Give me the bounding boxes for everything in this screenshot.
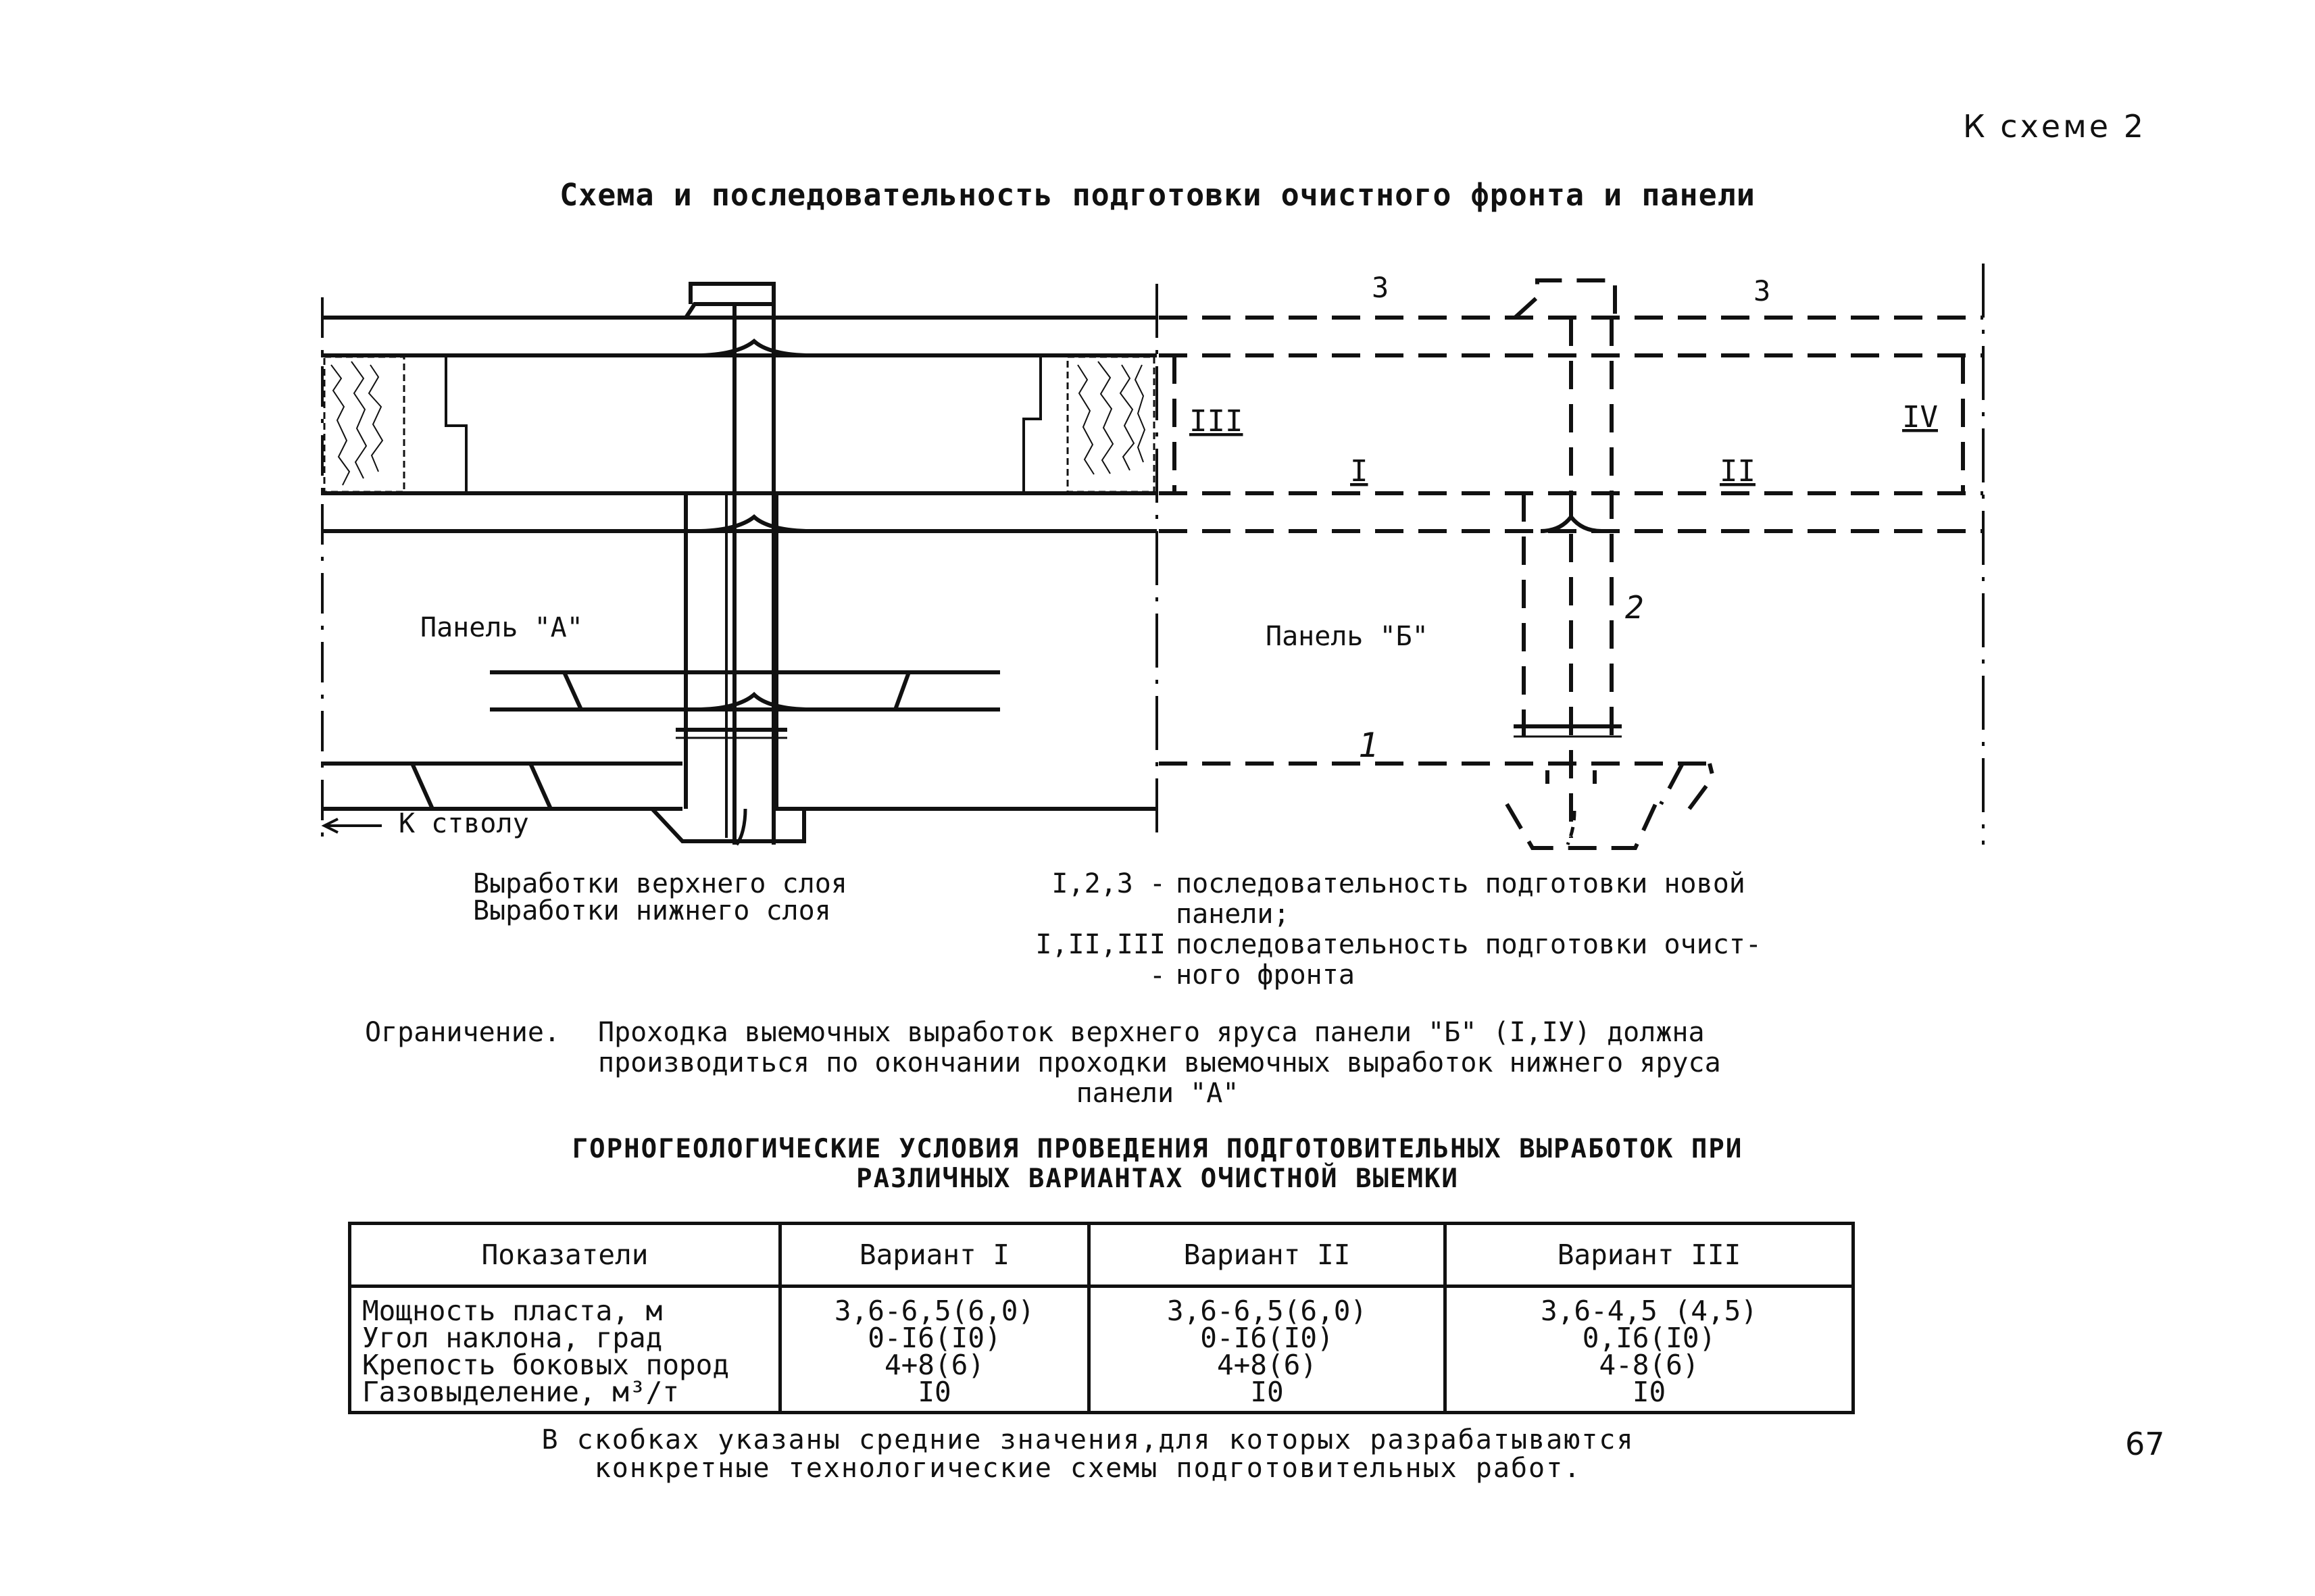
variant-2-cell: 3,6-6,5(6,0) 0-I6(I0) 4+8(6) I0 bbox=[1087, 1285, 1447, 1414]
indicator-angle: Угол наклона, град bbox=[362, 1322, 663, 1354]
v1-gas: I0 bbox=[918, 1376, 951, 1408]
v1-angle: 0-I6(I0) bbox=[868, 1322, 1001, 1354]
indicator-hardness: Крепость боковых пород bbox=[362, 1349, 730, 1381]
panel-a-label: Панель "А" bbox=[420, 612, 583, 643]
panel-b-label: Панель "Б" bbox=[1266, 621, 1428, 652]
indicator-cell: Мощность пласта, м Угол наклона, град Кр… bbox=[348, 1285, 782, 1414]
restriction-line-1: Проходка выемочных выработок верхнего яр… bbox=[598, 1017, 1705, 1048]
variant-3-cell: 3,6-4,5 (4,5) 0,I6(I0) 4-8(6) I0 bbox=[1443, 1285, 1855, 1414]
restriction-line-2: производиться по окончании проходки выем… bbox=[598, 1047, 1721, 1078]
table-title-line-2: РАЗЛИЧНЫХ ВАРИАНТАХ ОЧИСТНОЙ ВЫЕМКИ bbox=[856, 1164, 1459, 1194]
legend-seq-panel-text-1: последовательность подготовки новой bbox=[1176, 868, 1745, 899]
marker-2: 2 bbox=[1625, 589, 1644, 626]
marker-3-right: 3 bbox=[1753, 274, 1770, 307]
restriction-line-3: панели "А" bbox=[1076, 1078, 1239, 1109]
v3-thickness: 3,6-4,5 (4,5) bbox=[1541, 1295, 1758, 1327]
table-header-row: Показатели Вариант I Вариант II Вариант … bbox=[348, 1222, 1855, 1288]
header-indicators: Показатели bbox=[348, 1222, 782, 1288]
marker-roman-3: III bbox=[1189, 404, 1243, 439]
v2-angle: 0-I6(I0) bbox=[1200, 1322, 1334, 1354]
legend-lower: Выработки нижнего слоя bbox=[473, 895, 831, 926]
to-shaft-label: К стволу bbox=[399, 808, 529, 839]
marker-3-left: 3 bbox=[1372, 271, 1389, 304]
scheme-title: Схема и последовательность подготовки оч… bbox=[559, 177, 1756, 213]
restriction-label: Ограничение. bbox=[365, 1017, 560, 1048]
v3-hardness: 4-8(6) bbox=[1599, 1349, 1699, 1381]
marker-roman-4: IV bbox=[1902, 400, 1938, 434]
indicator-thickness: Мощность пласта, м bbox=[362, 1295, 663, 1327]
header-variant-2: Вариант II bbox=[1087, 1222, 1447, 1288]
marker-roman-1: I bbox=[1350, 454, 1368, 489]
panel-b-workings bbox=[1159, 278, 1983, 850]
v2-gas: I0 bbox=[1250, 1376, 1284, 1408]
marker-1: 1 bbox=[1358, 726, 1378, 765]
legend-seq-front-key: I,II,III - bbox=[1035, 929, 1166, 991]
indicator-gas: Газовыделение, м³/т bbox=[362, 1376, 679, 1408]
table-title-line-1: ГОРНОГЕОЛОГИЧЕСКИЕ УСЛОВИЯ ПРОВЕДЕНИЯ ПО… bbox=[572, 1134, 1743, 1164]
panel-a-workings bbox=[321, 282, 1158, 846]
conditions-table: Показатели Вариант I Вариант II Вариант … bbox=[348, 1222, 1855, 1414]
header-variant-1: Вариант I bbox=[778, 1222, 1091, 1288]
v3-angle: 0,I6(I0) bbox=[1582, 1322, 1716, 1354]
v3-gas: I0 bbox=[1632, 1376, 1666, 1408]
v2-thickness: 3,6-6,5(6,0) bbox=[1166, 1295, 1368, 1327]
v1-thickness: 3,6-6,5(6,0) bbox=[834, 1295, 1035, 1327]
legend-seq-front-text-1: последовательность подготовки очист- bbox=[1176, 929, 1762, 960]
variant-1-cell: 3,6-6,5(6,0) 0-I6(I0) 4+8(6) I0 bbox=[778, 1285, 1091, 1414]
mine-layout-diagram: Панель "А" Панель "Б" К стволу 3 3 2 1 I… bbox=[321, 264, 1985, 850]
header-variant-3: Вариант III bbox=[1443, 1222, 1855, 1288]
table-body-row: Мощность пласта, м Угол наклона, град Кр… bbox=[348, 1285, 1855, 1414]
legend-seq-panel-key: I,2,3 - bbox=[1051, 868, 1166, 899]
v1-hardness: 4+8(6) bbox=[884, 1349, 985, 1381]
v2-hardness: 4+8(6) bbox=[1216, 1349, 1318, 1381]
goaf-hatch bbox=[330, 361, 1146, 486]
legend-upper: Выработки верхнего слоя bbox=[473, 868, 847, 899]
footnote-line-2: конкретные технологические схемы подгото… bbox=[594, 1453, 1582, 1484]
legend-seq-panel-text-2: панели; bbox=[1176, 899, 1290, 930]
panel-b-details bbox=[321, 264, 1985, 845]
page-number: 67 bbox=[2125, 1426, 2165, 1462]
scheme-reference: К схеме 2 bbox=[1963, 108, 2146, 145]
footnote-line-1: В скобках указаны средние значения,для к… bbox=[541, 1424, 1635, 1455]
legend-seq-front-text-2: ного фронта bbox=[1176, 959, 1355, 991]
marker-roman-2: II bbox=[1720, 454, 1756, 489]
